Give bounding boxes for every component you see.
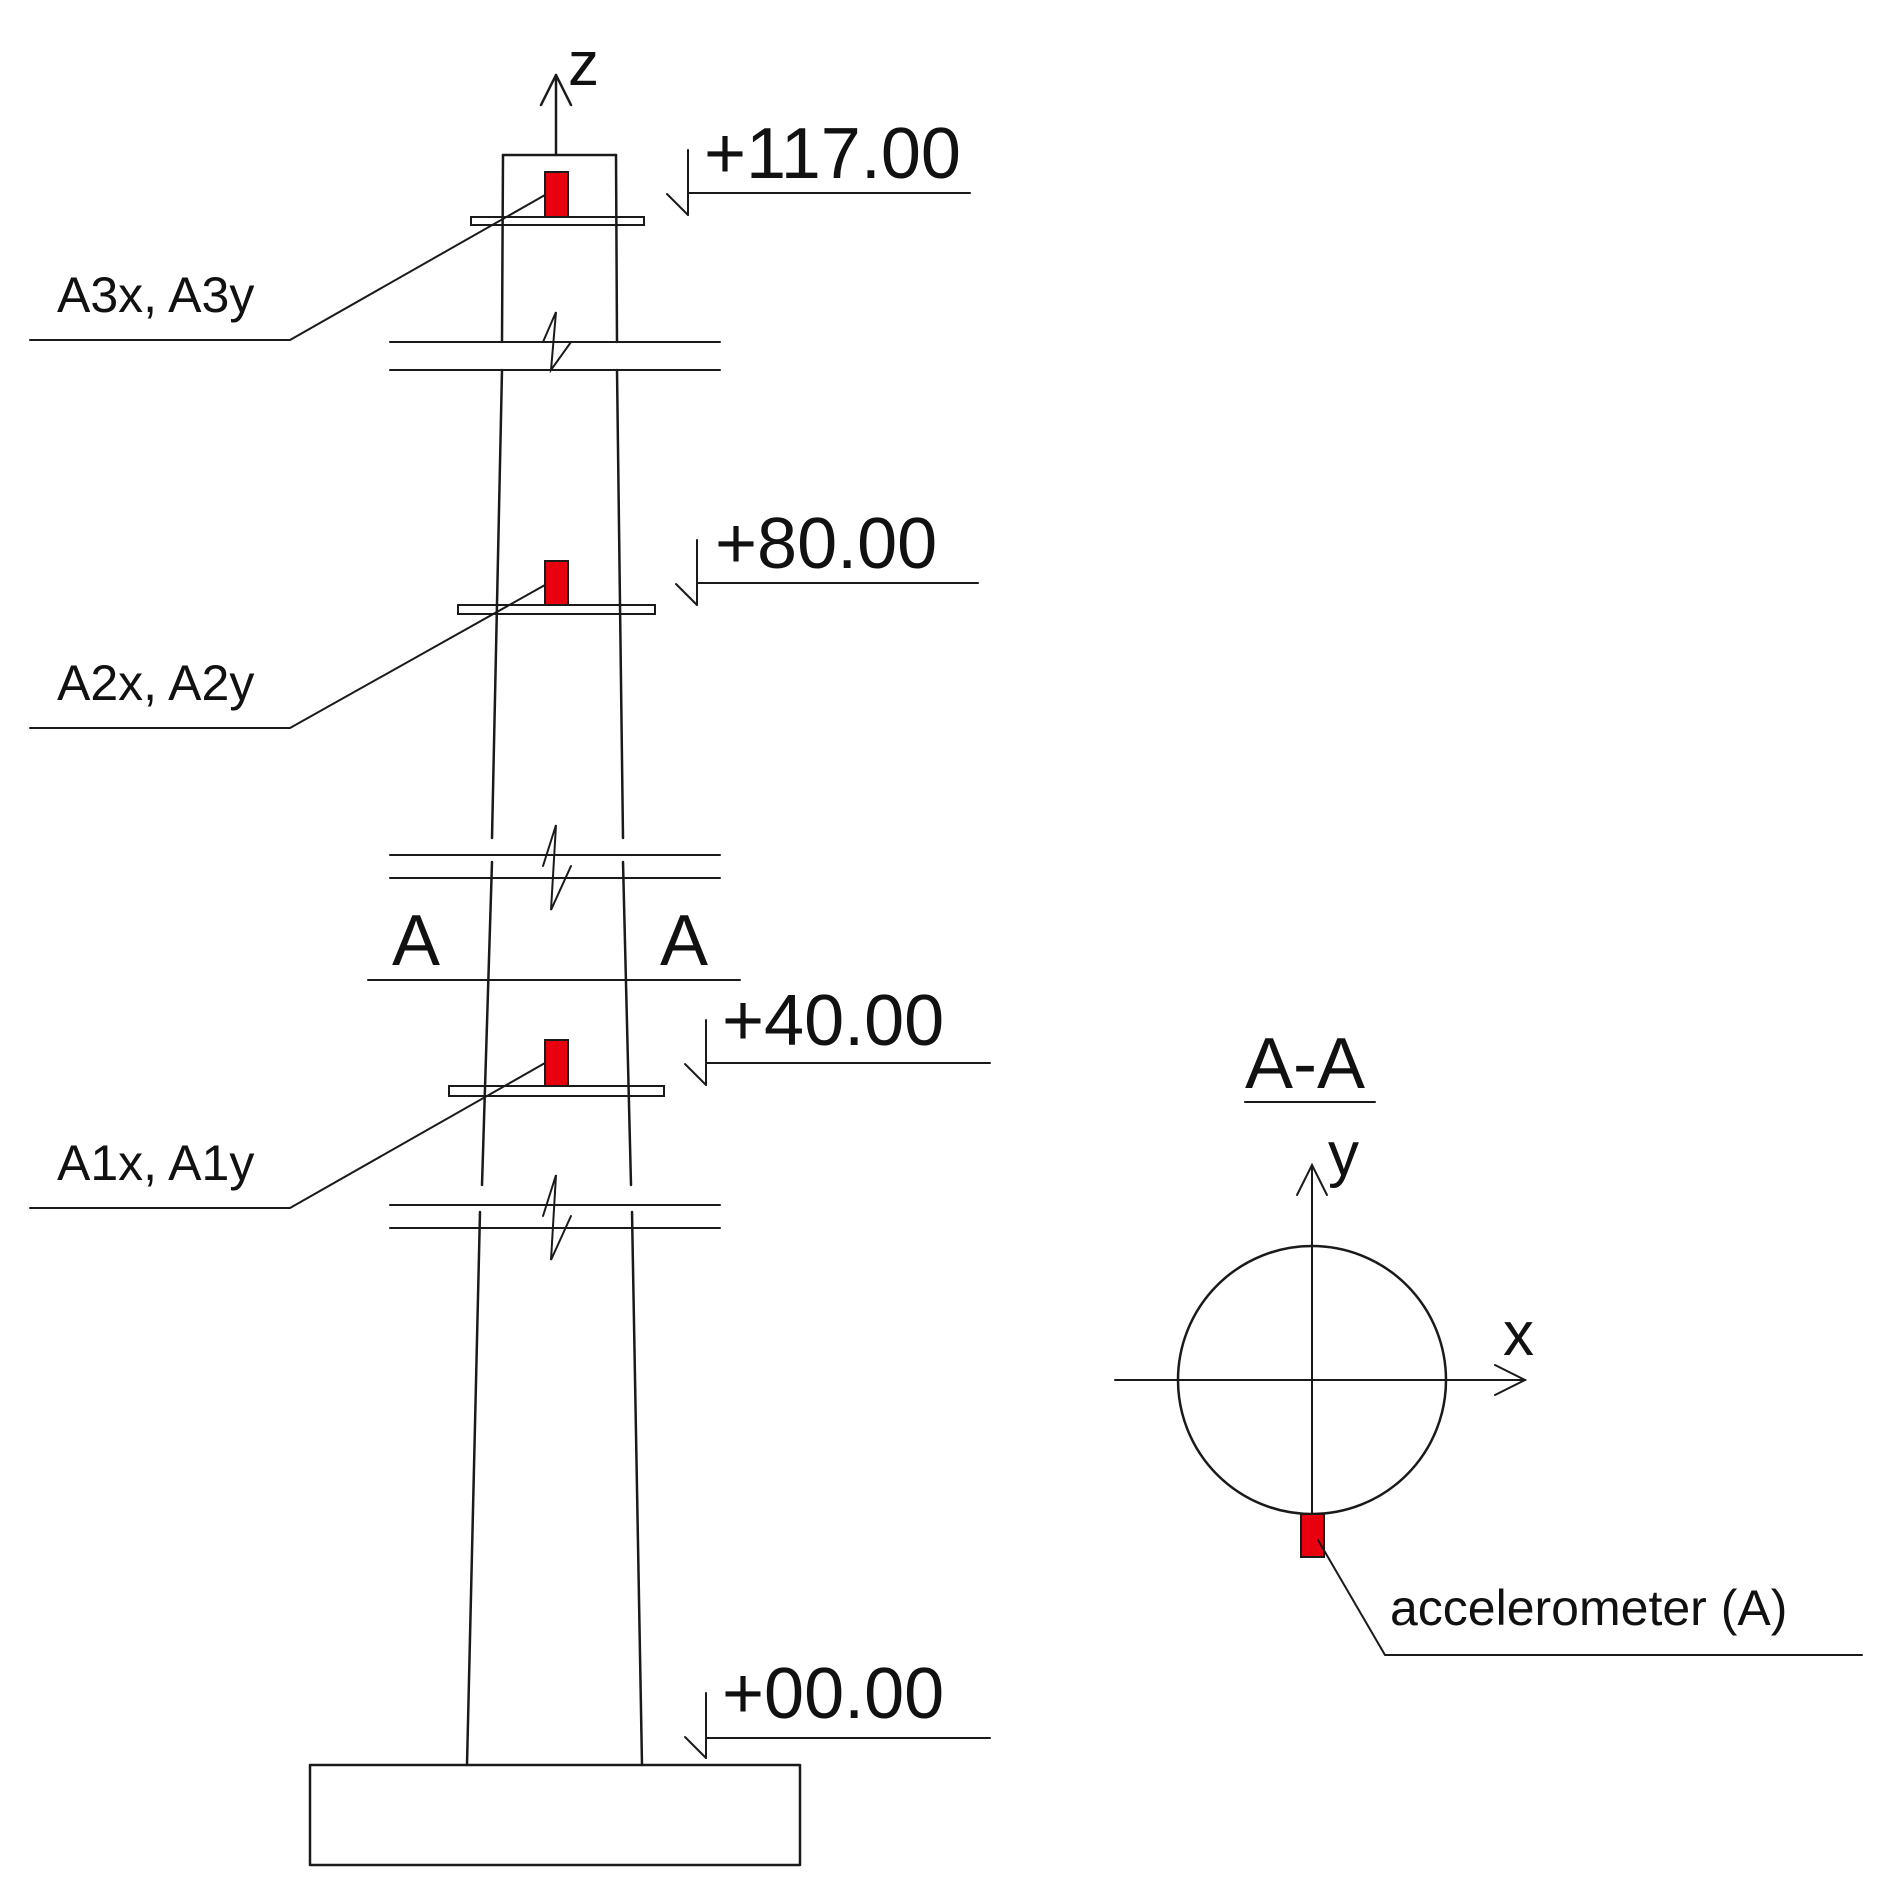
elevation-base-label: +00.00	[722, 1654, 944, 1734]
elevation-marker-base	[684, 1692, 991, 1759]
z-axis-label: z	[568, 30, 599, 99]
sensor-label-a3: A3x, A3y	[57, 267, 254, 323]
leader-a3	[29, 194, 546, 341]
elevation-marker-upper	[675, 539, 979, 606]
accelerometer-a1	[544, 1039, 569, 1087]
y-axis	[1296, 1162, 1328, 1556]
platform-top	[470, 216, 645, 226]
elevation-marker-middle	[684, 1019, 991, 1086]
accelerometer-label: accelerometer (A)	[1390, 1580, 1787, 1636]
elevation-marker-top	[666, 149, 971, 216]
sensor-label-a1: A1x, A1y	[57, 1135, 254, 1191]
platform-upper	[457, 604, 656, 615]
accelerometer-a2	[544, 560, 569, 606]
leader-a2	[29, 584, 546, 729]
tower-shaft	[465, 153, 644, 1767]
foundation-block	[308, 1763, 802, 1867]
platform-middle	[448, 1085, 665, 1097]
section-mark-left: A	[392, 901, 440, 981]
accelerometer-a3	[544, 171, 569, 218]
break-mark-lower	[389, 1174, 721, 1261]
break-mark-middle	[389, 824, 721, 911]
leader-a1	[29, 1062, 546, 1209]
z-axis	[539, 73, 573, 157]
x-axis	[1114, 1364, 1528, 1396]
elevation-middle-label: +40.00	[722, 981, 944, 1061]
section-mark-right: A	[660, 901, 708, 981]
accelerometer-section	[1300, 1513, 1325, 1558]
accelerometer-leader	[1317, 1539, 1863, 1656]
y-axis-label: y	[1328, 1120, 1359, 1189]
elevation-upper-label: +80.00	[715, 504, 937, 584]
break-mark-top	[389, 311, 721, 374]
section-title: A-A	[1245, 1024, 1365, 1104]
sensor-label-a2: A2x, A2y	[57, 655, 254, 711]
elevation-top-label: +117.00	[704, 114, 961, 194]
x-axis-label: x	[1503, 1300, 1534, 1369]
